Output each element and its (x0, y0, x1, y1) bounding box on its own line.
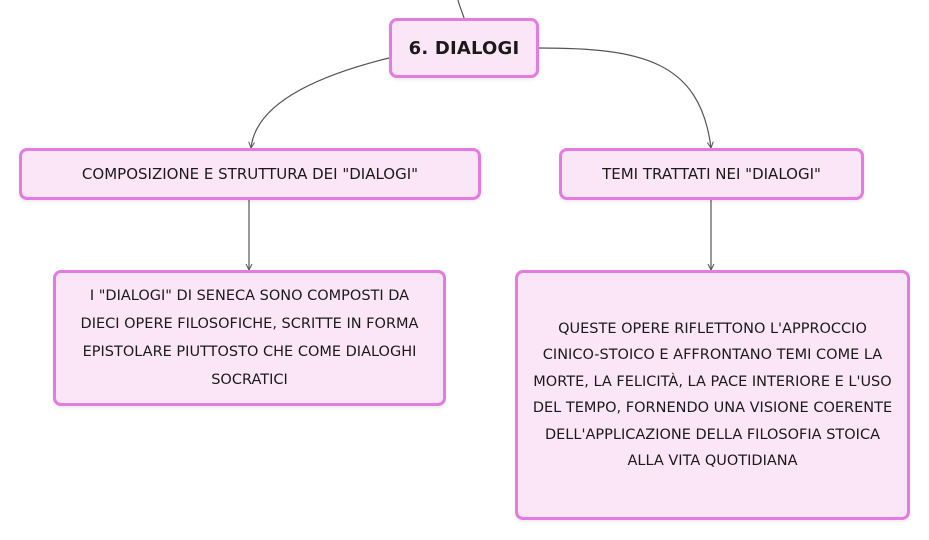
leaf-node-composizione[interactable]: I "DIALOGI" DI SENECA SONO COMPOSTI DA D… (53, 270, 446, 406)
leaf-node-text: QUESTE OPERE RIFLETTONO L'APPROCCIO CINI… (532, 320, 893, 470)
branch-node-label: COMPOSIZIONE E STRUTTURA DEI "DIALOGI" (81, 165, 419, 183)
branch-node-label: TEMI TRATTATI NEI "DIALOGI" (602, 165, 821, 183)
connector-root-to-left-branch (251, 57, 390, 148)
branch-node-temi[interactable]: TEMI TRATTATI NEI "DIALOGI" (559, 148, 864, 200)
connector-parent-to-root (457, 0, 465, 19)
root-node-label: 6. DIALOGI (408, 37, 520, 59)
root-node[interactable]: 6. DIALOGI (389, 18, 539, 78)
branch-node-composizione[interactable]: COMPOSIZIONE E STRUTTURA DEI "DIALOGI" (19, 148, 481, 200)
leaf-node-temi[interactable]: QUESTE OPERE RIFLETTONO L'APPROCCIO CINI… (515, 270, 910, 520)
leaf-node-text: I "DIALOGI" DI SENECA SONO COMPOSTI DA D… (80, 288, 419, 388)
connector-root-to-right-branch (538, 47, 711, 148)
